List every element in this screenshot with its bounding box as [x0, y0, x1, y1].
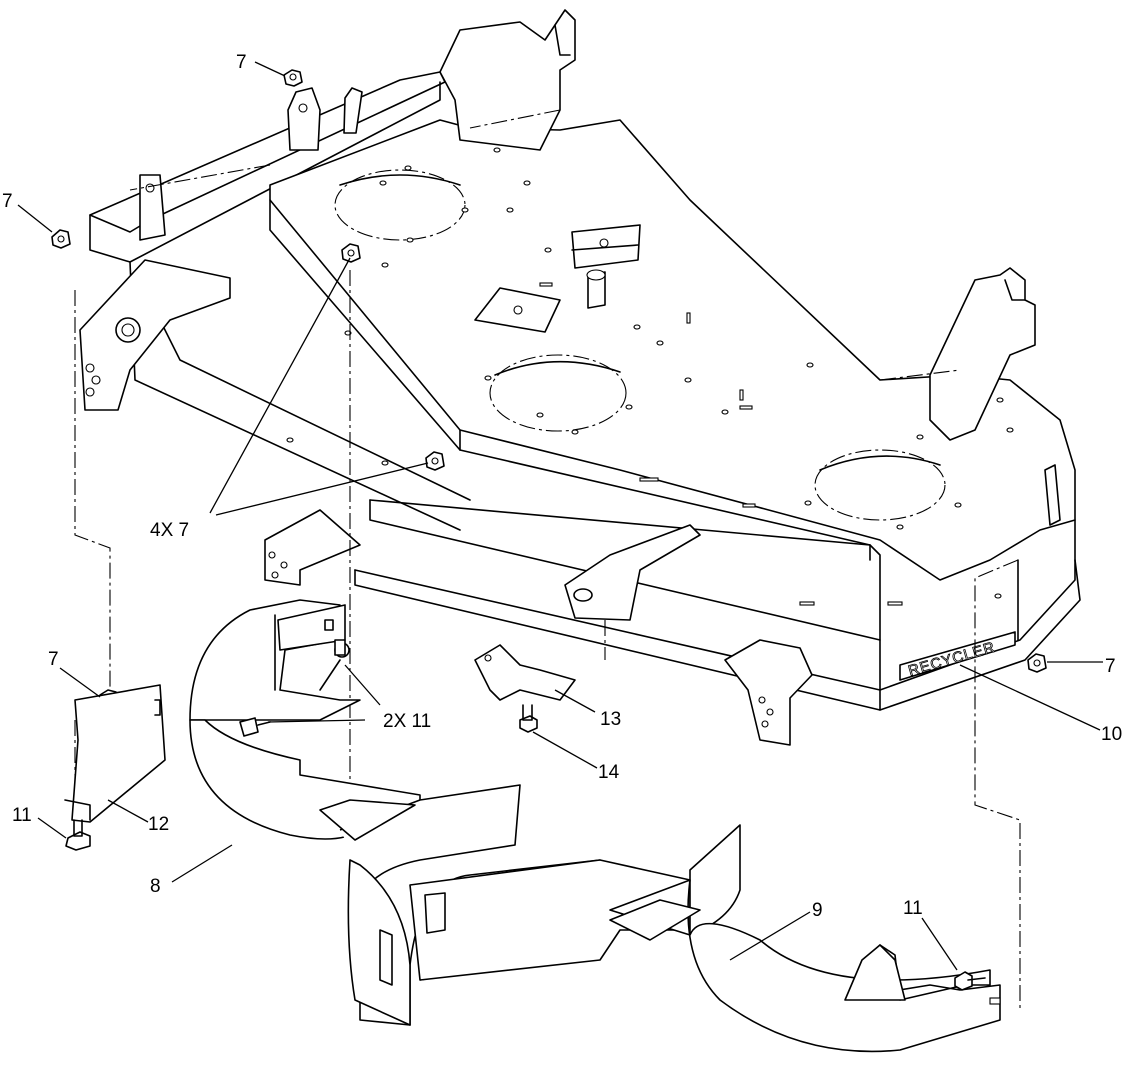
- deck-mounting-holes: [286, 147, 1014, 599]
- front-left-roller-bracket: [264, 509, 361, 586]
- blade-opening-2: [489, 354, 627, 432]
- callout-7-right: 7: [1105, 656, 1116, 677]
- callout-8: 8: [150, 876, 161, 897]
- bolt-11-right: [954, 971, 986, 991]
- idler-bracket: [571, 224, 641, 309]
- callout-4x7: 4X 7: [150, 520, 189, 541]
- mulching-baffle-center: [319, 784, 691, 1026]
- belt-cover-bracket: [474, 287, 561, 333]
- flange-nut-center-upper: [341, 243, 361, 263]
- deck-slots: [539, 282, 903, 606]
- callout-11-right: 11: [903, 898, 923, 919]
- mulching-baffle-right: [609, 824, 1001, 1053]
- callout-leaders: [17, 61, 1103, 971]
- bolt-2x11-lower: [239, 717, 271, 737]
- blade-opening-3: [814, 449, 946, 521]
- deflector-bracket: [474, 644, 576, 701]
- callout-12: 12: [148, 814, 169, 835]
- bolt-2x11-upper: [334, 639, 346, 656]
- callout-7-lower-left: 7: [48, 649, 59, 670]
- side-baffle-plate: [64, 684, 166, 823]
- callout-10: 10: [1101, 724, 1122, 745]
- phantom-guide-lines: [74, 109, 1021, 1010]
- callout-14: 14: [598, 762, 620, 783]
- callout-7-left: 7: [2, 191, 13, 212]
- callout-2x11: 2X 11: [383, 711, 431, 732]
- flange-nut-left: [51, 229, 71, 249]
- front-right-roller-bracket: [724, 639, 813, 746]
- callout-11-left: 11: [12, 805, 32, 826]
- recycler-decal: RECYCLER: [899, 631, 1016, 681]
- left-pivot-arm: [79, 174, 231, 411]
- flange-nut-top: [283, 69, 303, 87]
- flange-nut-center-lower: [425, 451, 445, 471]
- top-upright-tab: [287, 87, 363, 151]
- bolt-14: [519, 704, 538, 733]
- front-center-bracket: [564, 524, 701, 621]
- callout-13: 13: [600, 709, 621, 730]
- flange-nut-right: [1027, 653, 1047, 673]
- bolt-11-lower-left: [65, 819, 91, 851]
- callout-9: 9: [812, 900, 823, 921]
- callout-7-top: 7: [236, 52, 247, 73]
- blade-opening-1: [334, 169, 466, 241]
